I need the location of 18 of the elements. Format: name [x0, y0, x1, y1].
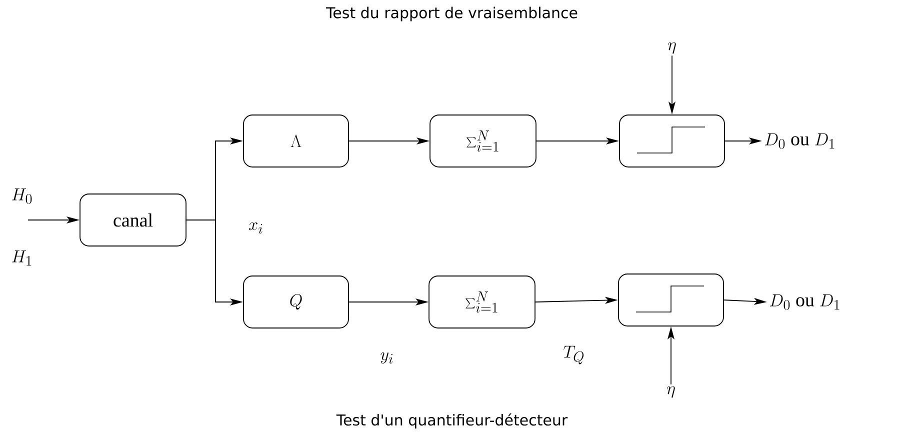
process-box: $\Lambda$: [243, 114, 349, 168]
threshold-box: [618, 274, 724, 326]
process-box: $\sum_{i=1}^N$: [428, 276, 536, 328]
process-box: $\sum_{i=1}^N$: [430, 114, 536, 168]
output-label: $D_0 \ \mathrm{ou}\ D_1$: [764, 133, 834, 149]
signal-label: $T_Q$: [564, 346, 584, 364]
signal-label: $H_0$: [12, 188, 32, 204]
signal-label: $y_i$: [380, 352, 393, 364]
signal-label: $x_i$: [249, 222, 262, 234]
threshold-box: [619, 114, 725, 168]
title: Test du rapport de vraisemblance: [326, 6, 578, 22]
caption: Test d'un quantifieur-détecteur: [336, 413, 568, 429]
signal-label: $H_1$: [12, 250, 32, 266]
output-label: $\eta$: [668, 42, 676, 54]
process-box: $Q$: [243, 276, 349, 328]
output-label: $D_0 \ \mathrm{ou}\ D_1$: [770, 294, 840, 310]
output-label: $\eta$: [667, 386, 675, 398]
process-box: canal: [80, 194, 186, 246]
